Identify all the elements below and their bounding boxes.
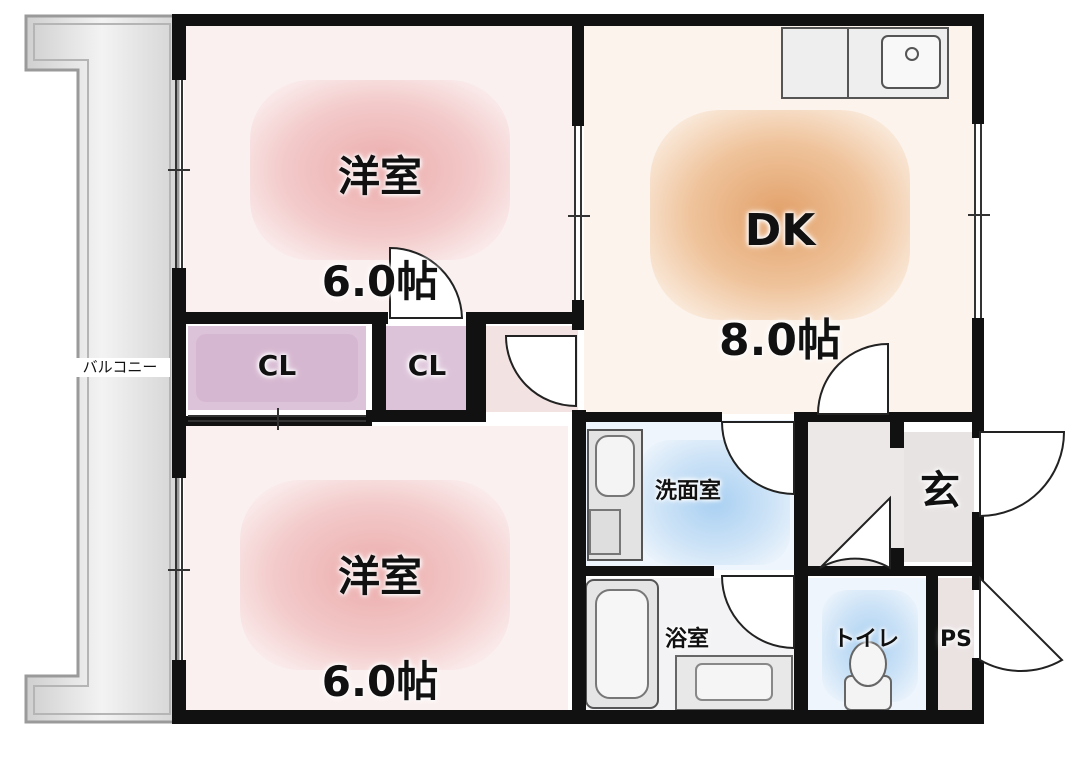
label-dk: DK 8.0帖 <box>675 148 885 423</box>
label-closet-left: CL <box>257 349 297 382</box>
label-western-top-name: 洋室 <box>337 151 422 201</box>
label-toilet: トイレ <box>832 627 899 652</box>
label-dk-name: DK <box>744 205 816 256</box>
room-closet-right <box>386 326 466 410</box>
floor-plan <box>24 14 1066 724</box>
label-entrance: 玄 <box>920 468 960 514</box>
label-balcony: バルコニー <box>70 358 170 377</box>
label-western-top: 洋室 6.0帖 <box>280 98 480 361</box>
label-western-top-size: 6.0帖 <box>321 256 439 306</box>
label-ps: PS <box>940 627 972 652</box>
label-bathroom: 浴室 <box>664 627 709 652</box>
label-western-bottom-name: 洋室 <box>337 551 422 601</box>
door-washroom <box>720 421 795 496</box>
label-closet-right: CL <box>407 349 447 382</box>
label-western-bottom-size: 6.0帖 <box>321 656 439 706</box>
door-entrance <box>979 431 1066 518</box>
label-dk-size: 8.0帖 <box>719 315 841 366</box>
kitchen-sink <box>881 35 941 89</box>
label-washroom: 洗面室 <box>654 479 721 504</box>
door-western-top <box>389 246 464 319</box>
room-entrance <box>904 432 974 562</box>
door-dk <box>816 342 889 415</box>
door-ps <box>979 575 1064 672</box>
door-toilet <box>819 495 891 570</box>
door-bathroom <box>720 575 795 650</box>
door-hall <box>504 335 577 408</box>
label-western-bottom: 洋室 6.0帖 <box>280 498 480 761</box>
room-ps <box>936 578 974 712</box>
